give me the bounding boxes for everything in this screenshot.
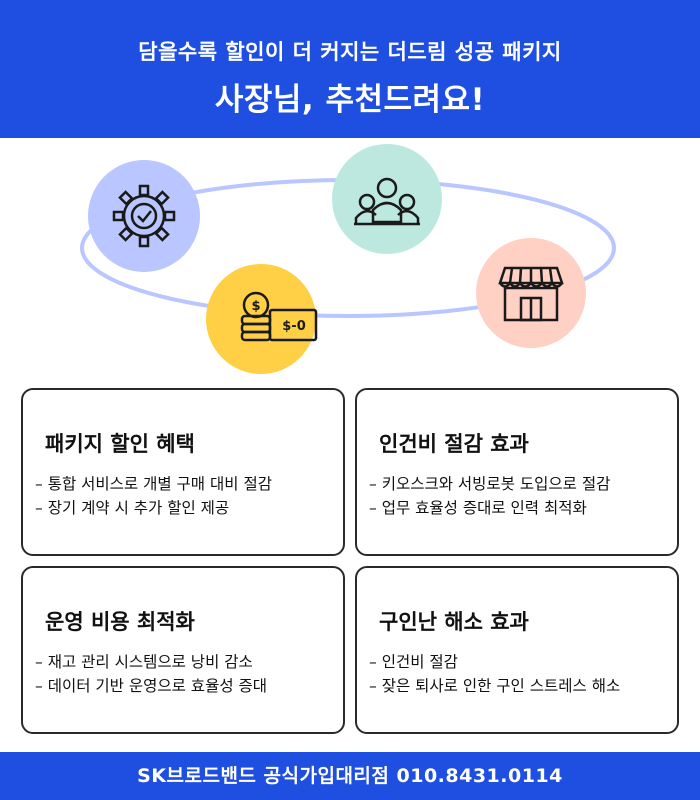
list-item: 장기 계약 시 추가 할인 제공 (35, 496, 272, 520)
list-item: 통합 서비스로 개별 구매 대비 절감 (35, 472, 272, 496)
card-list: 인건비 절감 잦은 퇴사로 인한 구인 스트레스 해소 (369, 650, 621, 698)
list-item: 인건비 절감 (369, 650, 620, 674)
card-title: 구인난 해소 효과 (379, 610, 529, 634)
card-title: 운영 비용 최적화 (45, 610, 195, 634)
people-icon (332, 144, 442, 254)
list-item: 키오스크와 서빙로봇 도입으로 절감 (369, 472, 611, 496)
header-subtitle: 담을수록 할인이 더 커지는 더드림 성공 패키지 (138, 40, 562, 64)
gear-check-icon (88, 160, 200, 272)
header-title: 사장님, 추천드려요! (214, 82, 486, 118)
card-labor-cost: 인건비 절감 효과 키오스크와 서빙로봇 도입으로 절감 업무 효율성 증대로 … (355, 388, 679, 556)
list-item: 업무 효율성 증대로 인력 최적화 (369, 496, 610, 520)
footer-contact: SK브로드밴드 공식가입대리점 010.8431.0114 (0, 752, 700, 800)
card-package-discount: 패키지 할인 혜택 통합 서비스로 개별 구매 대비 절감 장기 계약 시 추가… (21, 388, 345, 556)
list-item: 데이터 기반 운영으로 효율성 증대 (35, 674, 267, 698)
card-list: 키오스크와 서빙로봇 도입으로 절감 업무 효율성 증대로 인력 최적화 (369, 472, 611, 520)
card-list: 통합 서비스로 개별 구매 대비 절감 장기 계약 시 추가 할인 제공 (35, 472, 272, 520)
card-list: 재고 관리 시스템으로 낭비 감소 데이터 기반 운영으로 효율성 증대 (35, 650, 267, 698)
card-hiring: 구인난 해소 효과 인건비 절감 잦은 퇴사로 인한 구인 스트레스 해소 (355, 566, 679, 734)
header-banner: 담을수록 할인이 더 커지는 더드림 성공 패키지 사장님, 추천드려요! (0, 0, 700, 138)
svg-text:$: $ (251, 299, 260, 314)
list-item: 잦은 퇴사로 인한 구인 스트레스 해소 (369, 674, 621, 698)
money-coins-icon: $ $-0 (206, 264, 318, 374)
card-operating-cost: 운영 비용 최적화 재고 관리 시스템으로 낭비 감소 데이터 기반 운영으로 … (21, 566, 345, 734)
card-title: 인건비 절감 효과 (379, 432, 529, 456)
benefits-diagram: $ $-0 (0, 138, 700, 388)
bill-text: $-0 (282, 319, 306, 334)
list-item: 재고 관리 시스템으로 낭비 감소 (35, 650, 267, 674)
store-icon (476, 238, 586, 348)
card-title: 패키지 할인 혜택 (45, 432, 195, 456)
